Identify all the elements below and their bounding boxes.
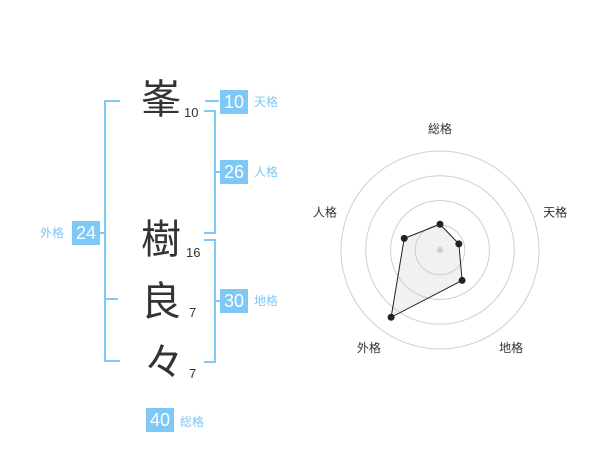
radar-point-2 <box>458 276 466 284</box>
char-3-strokes: 7 <box>189 305 197 320</box>
chikaku-connector <box>214 300 220 302</box>
tenkaku-label: 天格 <box>254 95 279 109</box>
radar-center <box>437 247 443 253</box>
char-3: 良 <box>141 279 181 325</box>
soukaku-value: 40 <box>146 408 174 432</box>
radar-score-polygon <box>390 223 463 319</box>
soukaku-label: 総格 <box>180 415 205 429</box>
radar-axis-label-1: 天格 <box>543 205 567 220</box>
radar-ring-2 <box>390 200 490 300</box>
radar-point-4 <box>400 234 408 242</box>
char-4: 々 <box>144 340 184 386</box>
radar-axis-label-0: 総格 <box>428 121 452 136</box>
char-1-strokes: 10 <box>184 105 199 120</box>
jinkaku-connector <box>214 171 220 173</box>
char-4-strokes: 7 <box>189 366 197 381</box>
radar-axis-label-3: 外格 <box>357 340 381 355</box>
gaikaku-connector <box>98 232 104 234</box>
tenkaku-value: 10 <box>220 90 248 114</box>
radar-point-1 <box>455 240 463 248</box>
chikaku-label: 地格 <box>254 294 279 308</box>
radar-point-0 <box>436 220 444 228</box>
radar-ring-3 <box>365 175 515 325</box>
tenkaku-tick <box>205 100 219 102</box>
radar-ring-4 <box>340 150 540 350</box>
radar-axis-label-2: 地格 <box>499 340 523 355</box>
chikaku-value: 30 <box>220 289 248 313</box>
char-2-strokes: 16 <box>186 245 201 260</box>
gaikaku-label: 外格 <box>40 226 65 240</box>
jinkaku-label: 人格 <box>254 165 279 179</box>
radar-point-3 <box>387 313 395 321</box>
char-1: 峯 <box>141 77 181 123</box>
radar-axis-label-4: 人格 <box>313 205 337 220</box>
char-2: 樹 <box>141 217 181 263</box>
gaikaku-value: 24 <box>72 221 100 245</box>
gaikaku-mid-tick <box>104 298 118 300</box>
gaikaku-bracket <box>104 100 120 362</box>
jinkaku-value: 26 <box>220 160 248 184</box>
